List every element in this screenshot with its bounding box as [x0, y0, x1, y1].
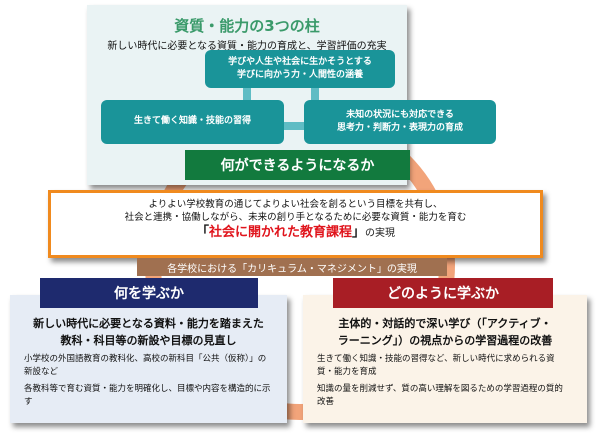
how-to-learn-title-line2: ラーニング」）の視点からの学習過程の改善	[337, 334, 553, 347]
mid-line-1: よりよい学校教育の通じてよりよい社会を創るという目標を共有し、	[148, 199, 443, 210]
pillars-subtitle: 新しい時代に必要となる資質・能力の育成と、学習評価の充実	[107, 41, 387, 52]
how-to-learn-item: 生きて働く知識・技能の習得など、新しい時代に求められる資質・能力を育成	[317, 354, 555, 377]
pillar-humanity: 学びや人生や社会に生かそうとする 学びに向かう力・人間性の涵養	[205, 50, 395, 88]
what-to-learn-title-line1: 新しい時代に必要となる資料・能力を踏まえた	[33, 317, 264, 330]
open-curriculum-text: 社会に開かれた教育課程	[208, 225, 352, 240]
bracket-open: 「	[195, 225, 209, 240]
what-to-learn-title-line2: 教科・科目等の新設や目標の見直し	[60, 334, 237, 347]
connector-vertical	[243, 80, 251, 110]
what-can-do-banner: 何ができるようになるか	[185, 150, 410, 180]
bracket-close: 」	[352, 225, 366, 240]
what-to-learn-panel: 新しい時代に必要となる資料・能力を踏まえた 教科・科目等の新設や目標の見直し 小…	[10, 295, 287, 423]
pillar-humanity-line2: 学びに向かう力・人間性の涵養	[236, 70, 363, 80]
how-to-learn-panel: 主体的・対話的で深い学び（「アクティブ・ ラーニング」）の視点からの学習過程の改…	[303, 295, 587, 423]
pillar-knowledge: 生きて働く知識・技能の習得	[101, 100, 284, 144]
how-to-learn-title: 主体的・対話的で深い学び（「アクティブ・ ラーニング」）の視点からの学習過程の改…	[303, 315, 587, 349]
how-to-learn-item: 知識の量を削減せず、質の高い理解を図るための学習過程の質的改善	[317, 384, 563, 407]
pillar-thinking-line1: 未知の状況にも対応できる	[346, 109, 454, 120]
pillar-humanity-line1: 学びや人生や社会に生かそうとする	[228, 56, 372, 67]
pillar-thinking-line2: 思考力・判断力・表現力の育成	[336, 123, 463, 133]
connector-horizontal	[280, 122, 320, 130]
open-curriculum-heading: 「社会に開かれた教育課程」の実現	[51, 224, 540, 243]
realization-suffix: の実現	[365, 228, 396, 239]
mid-line-2: 社会と連携・協働しながら、未来の創り手となるために必要な資質・能力を育む	[124, 212, 467, 223]
what-to-learn-title: 新しい時代に必要となる資料・能力を踏まえた 教科・科目等の新設や目標の見直し	[10, 315, 287, 349]
pillar-thinking: 未知の状況にも対応できる 思考力・判断力・表現力の育成	[304, 100, 496, 144]
pillars-title: 資質・能力の3つの柱	[174, 17, 320, 35]
how-to-learn-header: どのように学ぶか	[333, 278, 553, 308]
curriculum-management-banner: 各学校における「カリキュラム・マネジメント」の実現	[137, 258, 447, 276]
what-to-learn-item: 各教科等で育む資質・能力を明確化し、目標や内容を構造的に示す	[24, 384, 271, 407]
pillar-knowledge-line1: 生きて働く知識・技能の習得	[133, 116, 251, 127]
open-curriculum-box: よりよい学校教育の通じてよりよい社会を創るという目標を共有し、 社会と連携・協働…	[48, 190, 543, 258]
what-to-learn-item: 小学校の外国語教育の教科化、高校の新科目「公共（仮称）」の新設など	[24, 354, 267, 377]
connector-vertical	[311, 80, 319, 110]
how-to-learn-title-line1: 主体的・対話的で深い学び（「アクティブ・	[338, 317, 552, 330]
what-to-learn-header: 何を学ぶか	[40, 278, 258, 308]
